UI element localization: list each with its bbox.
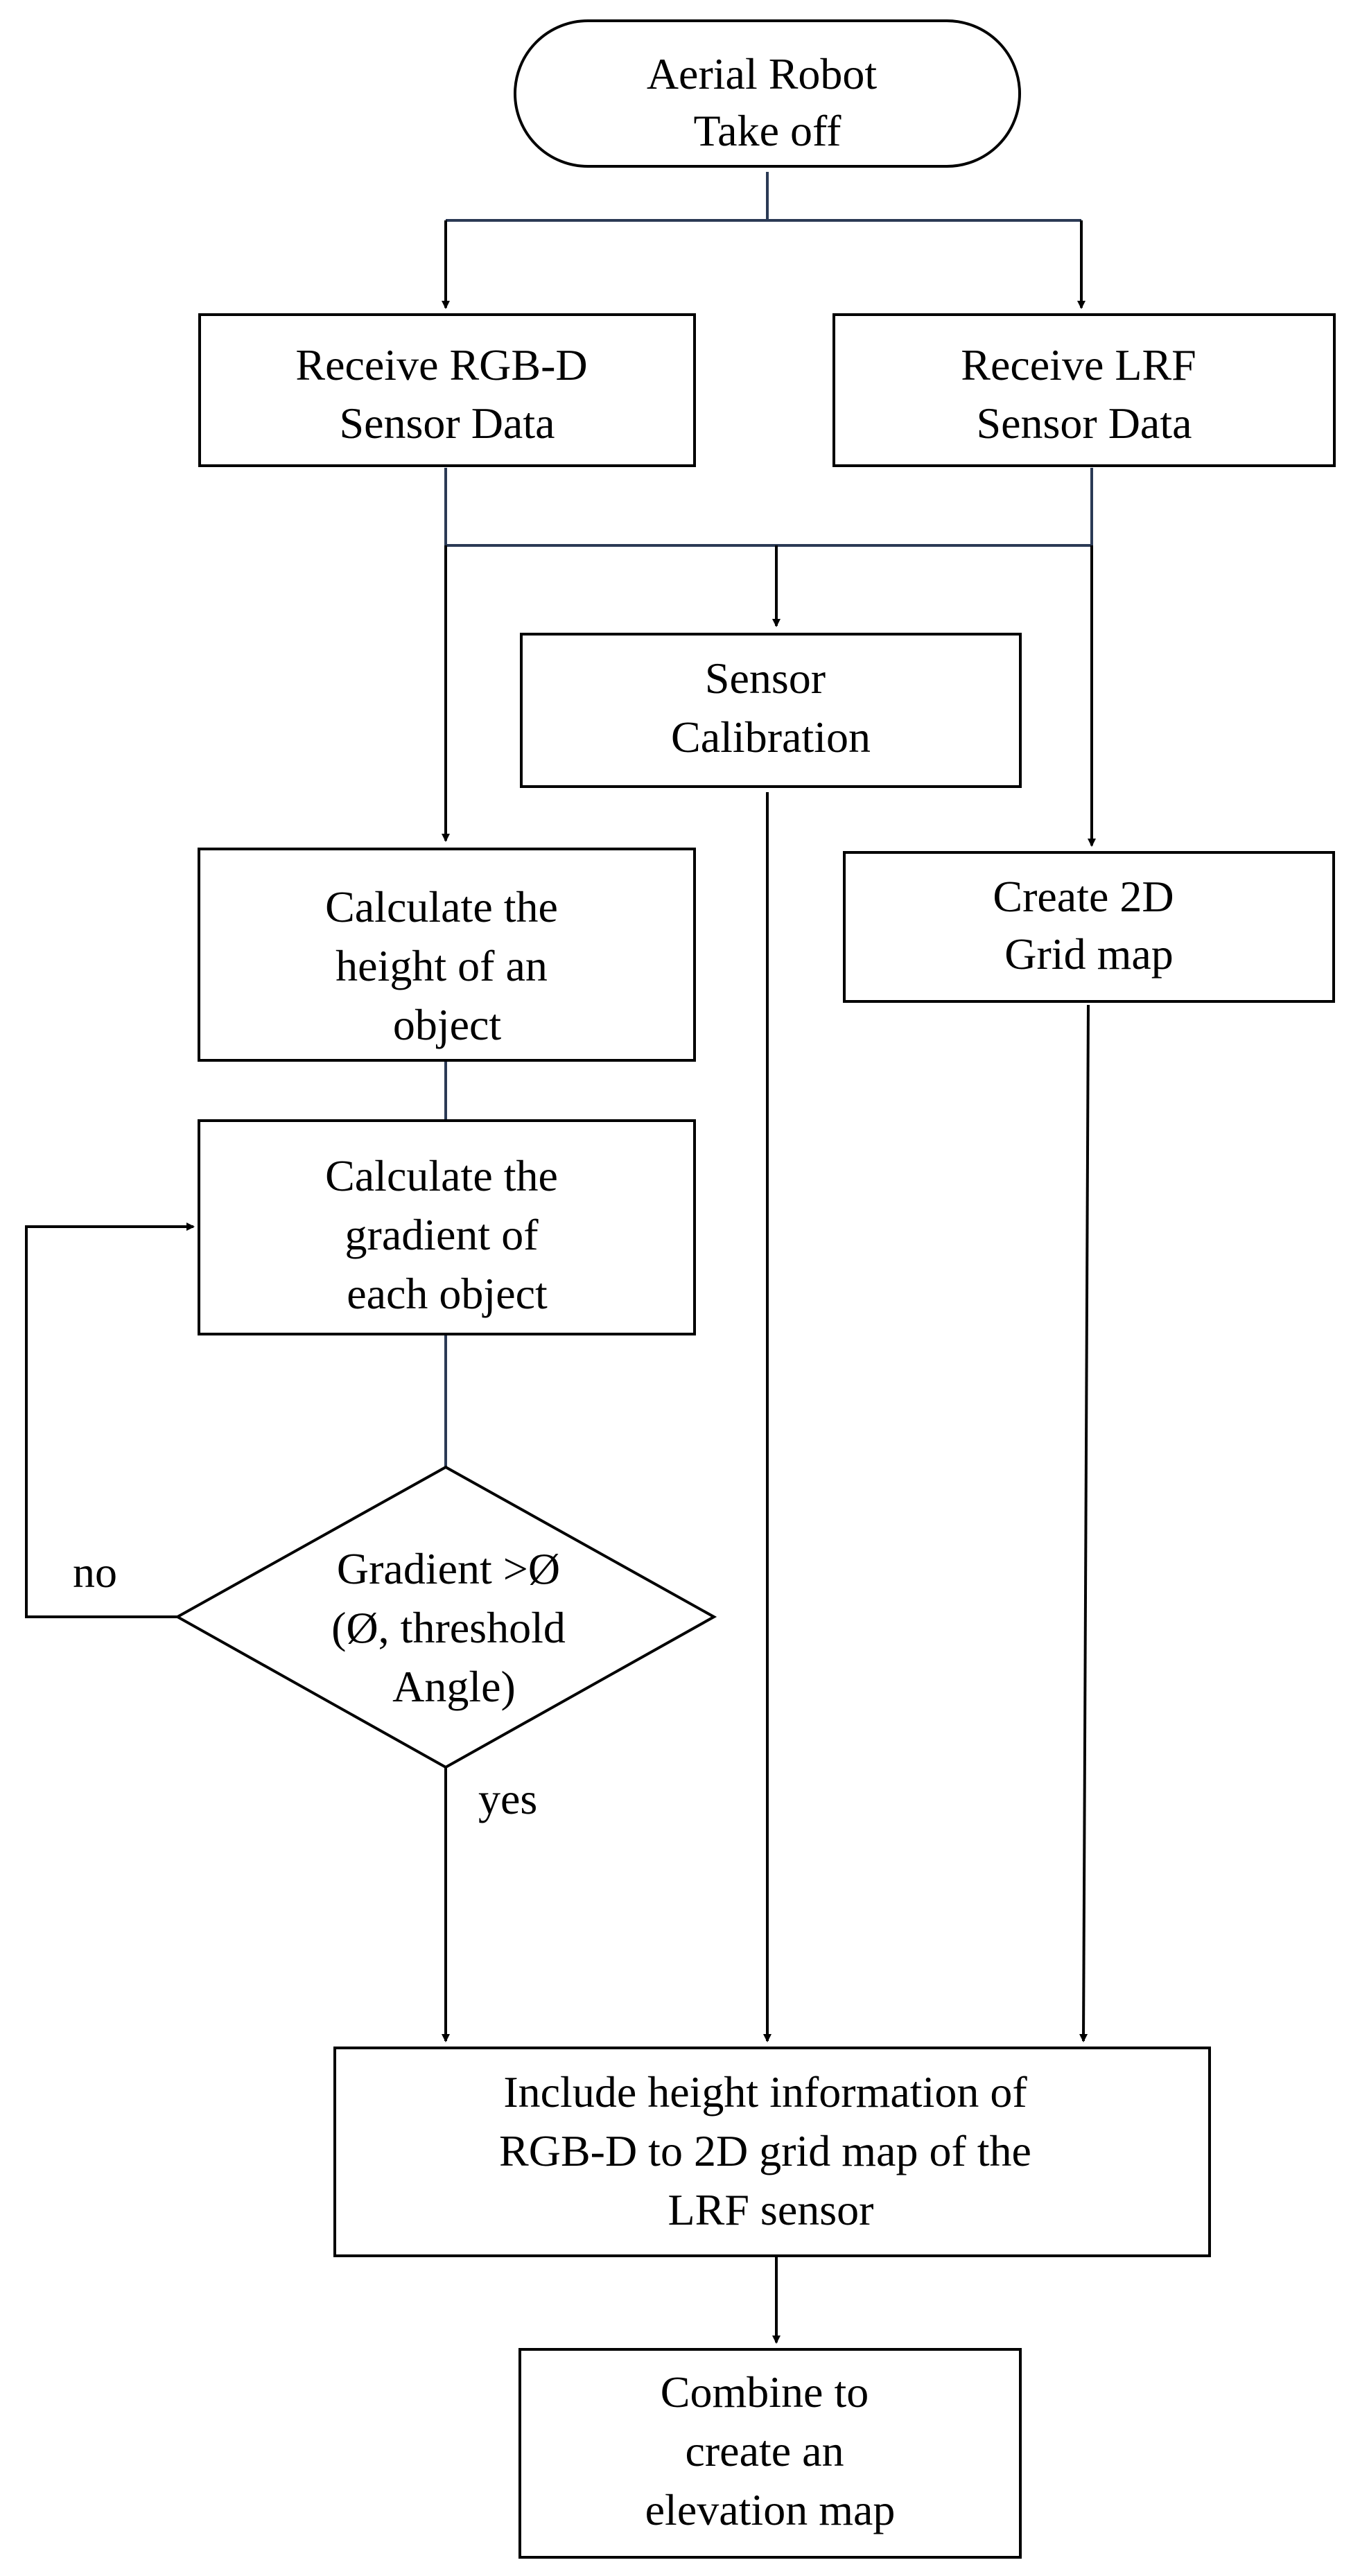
rgbd-line-2: Sensor Data — [339, 398, 555, 448]
lrf-line-2: Sensor Data — [976, 398, 1192, 448]
calibration-text: Sensor Calibration — [671, 654, 871, 762]
combine-line-2: create an — [685, 2426, 844, 2476]
calibration-line-1: Sensor — [705, 654, 826, 703]
combine-line-3: elevation map — [645, 2485, 896, 2534]
combine-line-1: Combine to — [661, 2367, 869, 2417]
gradient-text: Calculate the gradient of each object — [325, 1151, 569, 1318]
calibration-shape — [520, 633, 1022, 788]
gradient-line-2: gradient of — [345, 1210, 539, 1259]
height-line-1: Calculate the — [325, 882, 558, 931]
node-takeoff: Aerial Robot Take off — [514, 19, 1021, 168]
grid-text: Create 2D Grid map — [993, 872, 1185, 979]
include-line-3: LRF sensor — [668, 2185, 874, 2234]
edge-grid-include — [1079, 1004, 1090, 2042]
include-line-2: RGB-D to 2D grid map of the — [499, 2126, 1031, 2175]
calibration-line-2: Calibration — [671, 712, 871, 762]
height-text: Calculate the height of an object — [325, 882, 569, 1049]
node-decision: Gradient >Ø (Ø, threshold Angle) — [174, 1465, 717, 1769]
decision-text: Gradient >Ø (Ø, threshold Angle) — [331, 1544, 577, 1711]
decision-shape — [174, 1465, 717, 1769]
grid-shape — [843, 851, 1335, 1003]
takeoff-shape — [514, 19, 1021, 168]
decision-line-2: (Ø, threshold — [331, 1603, 566, 1652]
height-shape — [198, 848, 696, 1062]
rgbd-shape — [198, 313, 696, 467]
include-text: Include height information of RGB-D to 2… — [499, 2067, 1043, 2234]
edge-label-no: no — [73, 1548, 117, 1597]
node-rgbd: Receive RGB-D Sensor Data — [198, 313, 696, 467]
takeoff-line-2: Take off — [694, 106, 842, 155]
node-calibration: Sensor Calibration — [520, 633, 1022, 788]
node-grid: Create 2D Grid map — [843, 851, 1335, 1003]
lrf-shape — [832, 313, 1336, 467]
edge-label-yes: yes — [478, 1774, 537, 1823]
rgbd-line-1: Receive RGB-D — [295, 340, 587, 389]
takeoff-text: Aerial Robot Take off — [647, 49, 888, 155]
grid-line-2: Grid map — [1004, 929, 1174, 979]
node-combine: Combine to create an elevation map — [518, 2348, 1022, 2559]
lrf-text: Receive LRF Sensor Data — [961, 340, 1207, 448]
grid-line-1: Create 2D — [993, 872, 1174, 921]
node-gradient: Calculate the gradient of each object — [198, 1119, 696, 1335]
decision-line-3: Angle) — [392, 1662, 516, 1711]
gradient-shape — [198, 1119, 696, 1335]
gradient-line-3: each object — [347, 1269, 548, 1318]
node-height: Calculate the height of an object — [198, 848, 696, 1062]
gradient-line-1: Calculate the — [325, 1151, 558, 1200]
height-line-3: object — [393, 1000, 502, 1049]
node-lrf: Receive LRF Sensor Data — [832, 313, 1336, 467]
include-line-1: Include height information of — [503, 2067, 1027, 2117]
combine-text: Combine to create an elevation map — [645, 2367, 896, 2534]
combine-shape — [518, 2348, 1022, 2559]
height-line-2: height of an — [335, 941, 548, 990]
takeoff-line-1: Aerial Robot — [647, 49, 878, 98]
rgbd-text: Receive RGB-D Sensor Data — [295, 340, 598, 448]
include-shape — [333, 2047, 1211, 2257]
edge-no-loop — [25, 1223, 195, 1618]
node-include: Include height information of RGB-D to 2… — [333, 2047, 1211, 2257]
decision-line-1: Gradient >Ø — [337, 1544, 560, 1593]
edges — [25, 172, 1096, 2344]
lrf-line-1: Receive LRF — [961, 340, 1196, 389]
